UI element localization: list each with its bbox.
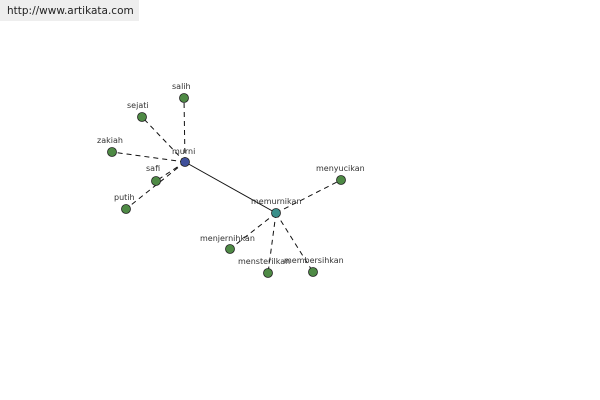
edge-murni-memurnikan [184, 161, 277, 214]
url-banner: http://www.artikata.com [0, 0, 139, 21]
node-label-mensterilkan[interactable]: mensterilkan [238, 257, 290, 266]
graph-labels: murni memurnikan salih sejati zakiah safi puti… [97, 82, 365, 266]
edge-memurnikan-menjernihkan [229, 212, 277, 250]
node-mensterilkan[interactable] [263, 268, 273, 278]
node-membersihkan[interactable] [308, 267, 318, 277]
node-label-memurnikan[interactable]: memurnikan [251, 197, 301, 206]
node-memurnikan[interactable] [271, 208, 281, 218]
node-label-membersihkan[interactable]: membersihkan [284, 256, 344, 265]
edge-murni-sejati [141, 116, 186, 163]
node-menyucikan[interactable] [336, 175, 346, 185]
edge-murni-zakiah [111, 151, 186, 163]
node-label-salih[interactable]: salih [172, 82, 191, 91]
node-sejati[interactable] [137, 112, 147, 122]
edge-murni-salih [183, 97, 186, 163]
node-label-safi[interactable]: safi [146, 164, 160, 173]
edge-memurnikan-mensterilkan [267, 212, 277, 274]
site-url[interactable]: http://www.artikata.com [7, 5, 134, 17]
edge-memurnikan-membersihkan [275, 212, 314, 273]
node-label-putih[interactable]: putih [114, 193, 135, 202]
node-label-sejati[interactable]: sejati [127, 101, 149, 110]
graph-nodes [107, 93, 346, 278]
node-label-menjernihkan[interactable]: menjernihkan [200, 234, 255, 243]
node-safi[interactable] [151, 176, 161, 186]
graph-edges [111, 97, 342, 274]
node-putih[interactable] [121, 204, 131, 214]
node-label-zakiah[interactable]: zakiah [97, 136, 123, 145]
node-salih[interactable] [179, 93, 189, 103]
node-menjernihkan[interactable] [225, 244, 235, 254]
edge-memurnikan-menyucikan [275, 179, 342, 214]
node-zakiah[interactable] [107, 147, 117, 157]
edge-murni-safi [155, 161, 186, 182]
node-murni[interactable] [180, 157, 190, 167]
node-label-menyucikan[interactable]: menyucikan [316, 164, 365, 173]
node-label-murni[interactable]: murni [172, 147, 195, 156]
